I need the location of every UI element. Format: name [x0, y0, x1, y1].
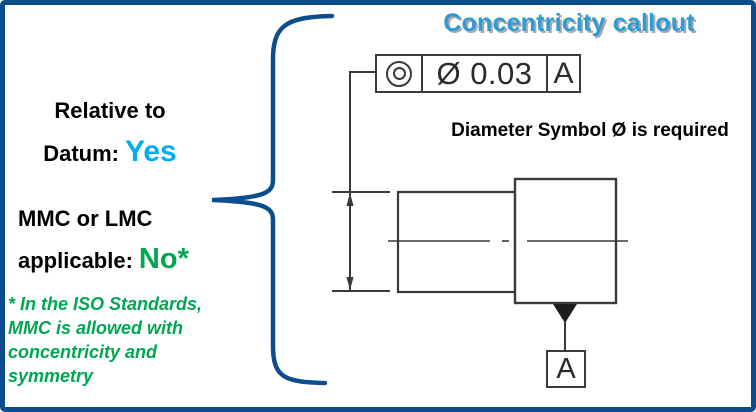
datum-triangle-icon — [553, 304, 577, 323]
mmc-value: No* — [138, 243, 189, 275]
leader-line — [349, 71, 375, 291]
relative-to-datum-block: Relative to Datum:Yes — [15, 90, 205, 174]
part-drawing — [332, 71, 628, 350]
relative-to-label: Relative to — [54, 98, 166, 123]
dimension-arrow-up — [346, 193, 354, 206]
feature-control-frame: Ø 0.03 A — [375, 54, 581, 93]
concentricity-icon-inner — [392, 67, 406, 80]
page-title: Concentricity callout — [443, 9, 695, 37]
iso-footnote: * In the ISO Standards, MMC is allowed w… — [8, 292, 253, 388]
diameter-note: Diameter Symbol Ø is required — [451, 120, 729, 141]
footnote-line: * In the ISO Standards, — [8, 294, 203, 314]
tolerance-cell: Ø 0.03 — [423, 54, 548, 93]
datum-flag-box: A — [546, 350, 586, 388]
datum-value: Yes — [125, 135, 177, 168]
dimension-arrow-down — [346, 277, 354, 290]
applicable-line: applicable:No* — [18, 239, 248, 281]
concentricity-symbol-cell — [375, 54, 423, 93]
footnote-line: symmetry — [8, 366, 94, 386]
footnote-line: concentricity and — [8, 342, 158, 362]
datum-ref-value: A — [553, 56, 574, 90]
datum-line: Datum:Yes — [15, 131, 205, 174]
footnote-line: MMC is allowed with — [8, 318, 184, 338]
brace — [211, 13, 335, 386]
datum-ref-cell: A — [548, 54, 581, 93]
applicable-label: applicable: — [18, 248, 133, 273]
small-cylinder-rect — [396, 190, 517, 294]
mmc-label: MMC or LMC — [18, 206, 153, 231]
datum-label: Datum: — [43, 141, 120, 166]
mmc-lmc-block: MMC or LMC applicable:No* — [18, 198, 248, 281]
concentricity-icon — [386, 60, 412, 87]
datum-flag-label: A — [556, 352, 576, 385]
tolerance-value: Ø 0.03 — [436, 55, 533, 91]
